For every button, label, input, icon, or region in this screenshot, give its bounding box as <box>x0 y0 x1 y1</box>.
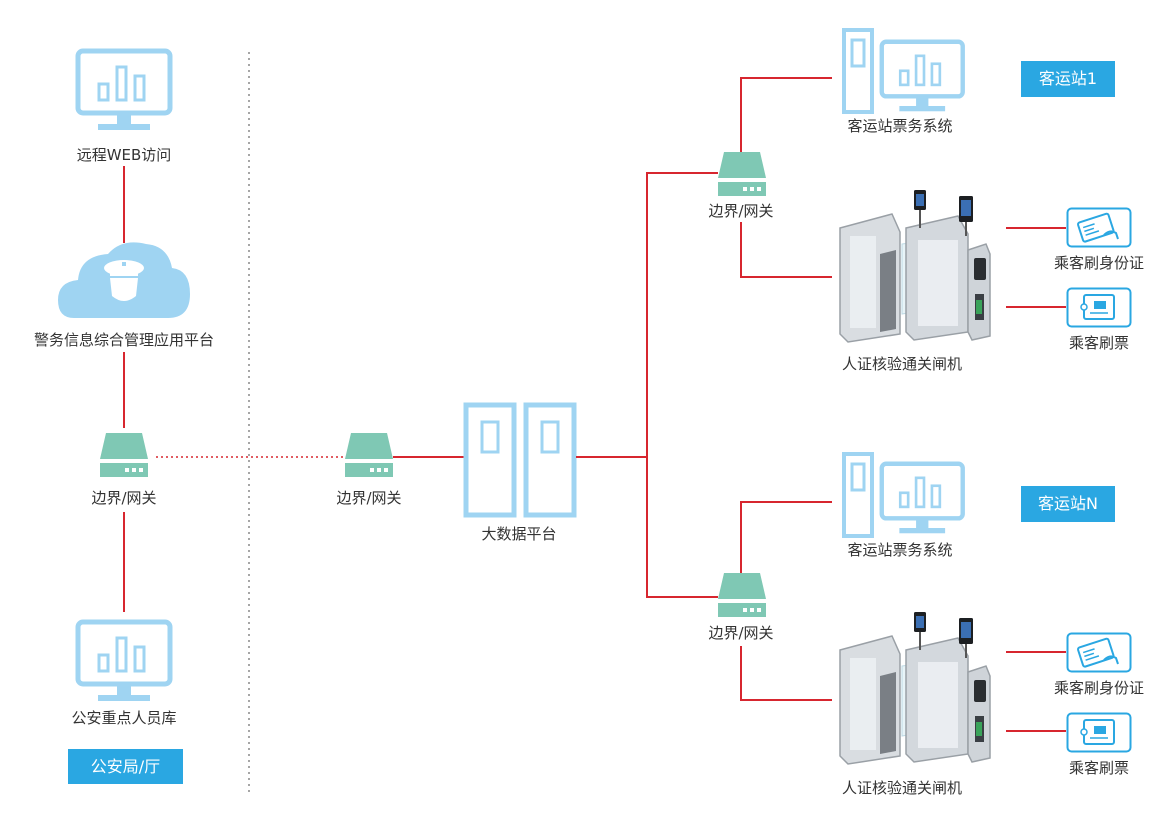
key-person-db-monitor-icon <box>78 622 170 701</box>
label-station1-gateway: 边界/网关 <box>708 202 774 220</box>
stationN-gateway-icon <box>718 573 766 617</box>
label-key-person-db: 公安重点人员库 <box>71 709 177 727</box>
stationN-idcard-icon <box>1066 632 1132 673</box>
stationN-link-turnstile <box>740 646 832 701</box>
station1-link-ticketing <box>740 77 832 152</box>
stationN-tag: 客运站N <box>1021 486 1115 522</box>
police-cloud-icon <box>58 242 190 318</box>
station1-ticket-icon <box>1066 287 1132 328</box>
label-police-platform: 警务信息综合管理应用平台 <box>33 331 215 349</box>
label-center-gateway: 边界/网关 <box>336 489 402 507</box>
label-stationN-ticket-swipe: 乘客刷票 <box>1068 759 1130 777</box>
label-station1-turnstile: 人证核验通关闸机 <box>841 355 963 373</box>
label-left-gateway: 边界/网关 <box>91 489 157 507</box>
trunk-to-station1 <box>646 172 718 457</box>
remote-web-monitor-icon <box>78 51 170 130</box>
label-remote-web: 远程WEB访问 <box>76 146 172 164</box>
label-station1-id-swipe: 乘客刷身份证 <box>1053 254 1145 272</box>
label-stationN-ticket-system: 客运站票务系统 <box>847 541 953 559</box>
station1-turnstile-icon <box>839 189 991 343</box>
station1-link-turnstile <box>740 222 832 278</box>
station1-server-icon <box>842 28 874 114</box>
label-station1-ticket-swipe: 乘客刷票 <box>1068 334 1130 352</box>
station1-gateway-icon <box>718 152 766 196</box>
big-data-servers-icon <box>463 402 577 518</box>
trunk-to-stationN <box>646 457 718 598</box>
label-station1-ticket-system: 客运站票务系统 <box>847 117 953 135</box>
stationN-link-ticketing <box>740 501 832 573</box>
label-stationN-id-swipe: 乘客刷身份证 <box>1053 679 1145 697</box>
stationN-turnstile-icon <box>839 611 991 765</box>
label-big-data: 大数据平台 <box>481 525 557 543</box>
stationN-server-icon <box>842 452 874 538</box>
center-gateway-icon <box>345 433 393 477</box>
station1-ticket-monitor-icon <box>882 42 963 112</box>
station1-tag: 客运站1 <box>1021 61 1115 97</box>
stationN-ticket-monitor-icon <box>882 464 963 534</box>
stationN-ticket-icon <box>1066 712 1132 753</box>
label-stationN-gateway: 边界/网关 <box>708 624 774 642</box>
label-stationN-turnstile: 人证核验通关闸机 <box>841 779 963 797</box>
station1-idcard-icon <box>1066 207 1132 248</box>
bureau-tag: 公安局/厅 <box>68 749 183 784</box>
left-gateway-icon <box>100 433 148 477</box>
